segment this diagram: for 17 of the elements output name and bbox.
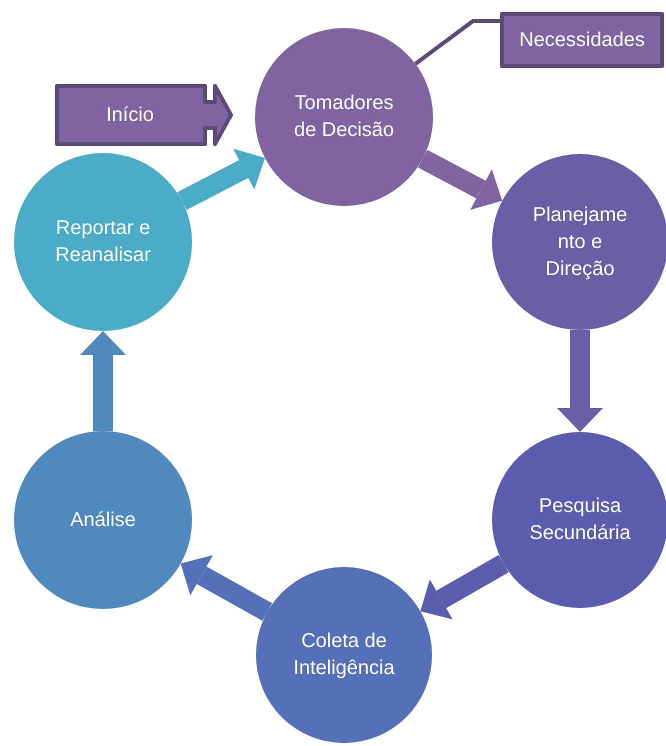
node-label: Planejamento e Direção <box>532 202 628 282</box>
block-arrow <box>557 330 603 432</box>
node-label: Início <box>105 102 155 128</box>
label-box <box>500 12 664 68</box>
node-label: Pesquisa Secundária <box>528 494 632 546</box>
block-arrow <box>180 555 272 621</box>
node-label: Coleta de Inteligência <box>292 629 396 681</box>
start-arrow-box <box>55 84 233 146</box>
node-label: Reportar e Reanalisar <box>54 216 152 268</box>
node-label: Análise <box>70 508 136 532</box>
node-label: Necessidades <box>519 28 645 52</box>
block-arrow <box>80 331 126 431</box>
block-arrow <box>177 148 265 210</box>
node-label: Tomadores de Decisão <box>292 91 396 143</box>
leader-line <box>414 19 500 66</box>
block-arrow <box>418 150 502 210</box>
block-arrow <box>420 555 509 620</box>
